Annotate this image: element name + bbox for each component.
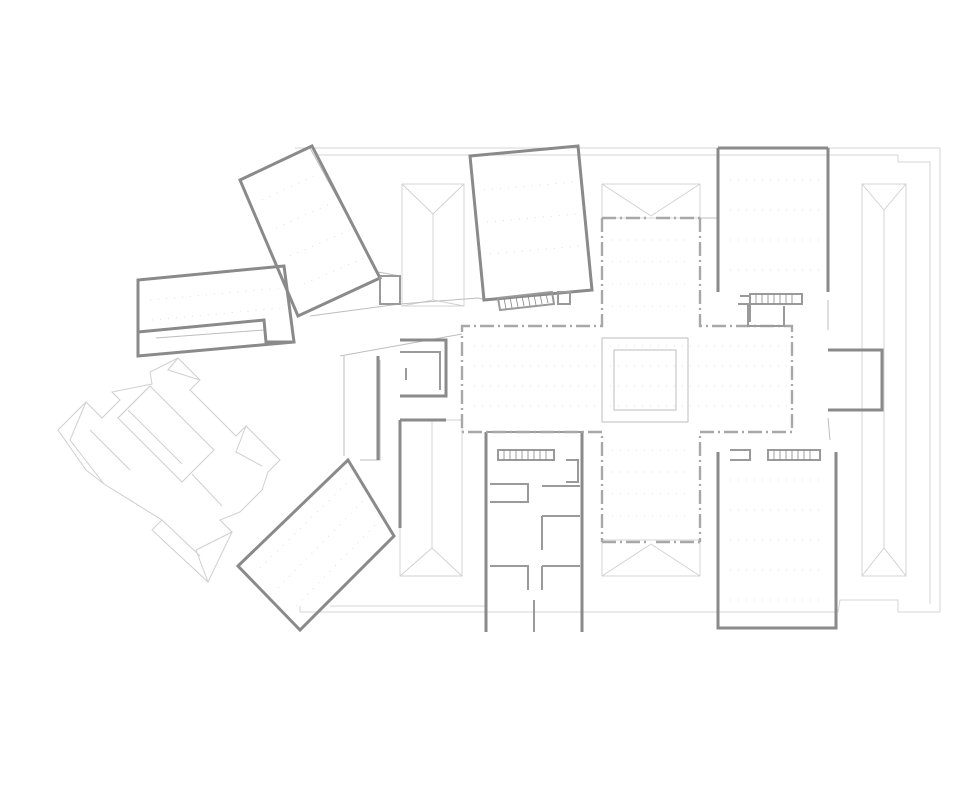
stairs [496,290,821,461]
stair-northeast [749,293,803,305]
wing-southwest [235,457,396,633]
historic-courtyard-building [57,357,281,583]
roof-south-center [601,539,701,577]
wing-northwest [238,144,383,319]
column-grid [149,173,824,607]
roof-north-left [401,183,465,307]
site-outline [295,147,941,613]
roof-east [861,183,907,577]
roof-north-center [601,183,701,219]
stair-south [497,449,555,461]
stair-southeast [767,449,821,461]
south-block-rooms [490,295,785,632]
roof-south-left [399,419,463,577]
walls [136,144,884,633]
central-hall [460,216,794,544]
circulation-outlines [155,147,831,461]
wing-north [468,144,594,302]
stair-north [496,290,571,312]
neighbour-roofs [399,183,907,577]
